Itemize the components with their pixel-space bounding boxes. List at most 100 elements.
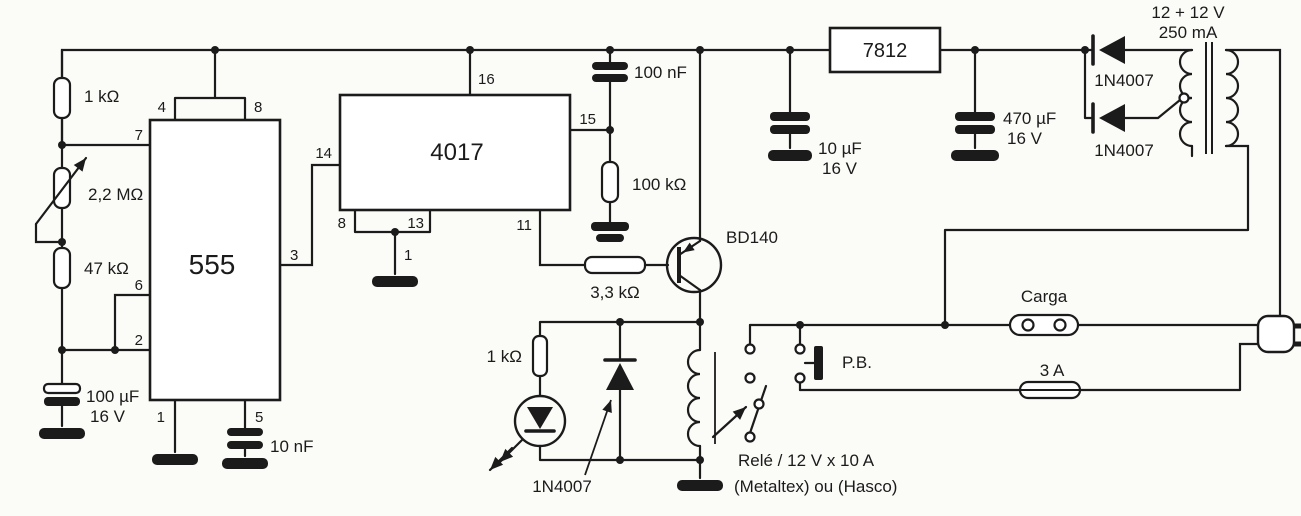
led-circle bbox=[513, 394, 567, 448]
ic-555-body bbox=[148, 118, 282, 402]
ground-c5 bbox=[951, 150, 999, 161]
relay-coil bbox=[686, 348, 748, 448]
resistor-r5 bbox=[531, 334, 549, 378]
wire-rectifier-caps bbox=[788, 48, 1182, 150]
wire-contact-drops bbox=[748, 323, 802, 392]
ic-555-label: 555 bbox=[189, 249, 236, 280]
pushbutton-pb bbox=[794, 343, 823, 384]
label-pushbutton: P.B. bbox=[842, 353, 872, 372]
ground-c2 bbox=[222, 458, 268, 469]
label-d3: 1N4007 bbox=[532, 477, 592, 496]
d1-triangle bbox=[1099, 36, 1125, 64]
capacitor-c3-100nF bbox=[592, 62, 628, 82]
ground-symbols bbox=[39, 150, 999, 491]
resistors bbox=[52, 76, 647, 378]
pin-555-5: 5 bbox=[255, 409, 263, 426]
relay-contacts bbox=[744, 343, 768, 443]
cap-plate bbox=[42, 382, 82, 395]
label-load: Carga bbox=[1021, 287, 1068, 306]
led bbox=[488, 394, 567, 472]
capacitor-c4-10uF bbox=[770, 112, 810, 134]
emitter-arrow bbox=[683, 242, 695, 253]
relay-contact-terminal bbox=[753, 398, 765, 410]
label-transformer-voltage: 12 + 12 V bbox=[1151, 3, 1225, 22]
label-c4-voltage: 16 V bbox=[822, 159, 858, 178]
ic-7812-label: 7812 bbox=[863, 40, 908, 62]
label-c3: 100 nF bbox=[634, 63, 687, 82]
ic-555-timer: 555 bbox=[148, 118, 282, 402]
wire-555-supply bbox=[173, 48, 247, 122]
ground-r3-b bbox=[596, 234, 624, 242]
label-r4: 3,3 kΩ bbox=[590, 283, 640, 302]
d3-label-leader bbox=[584, 399, 612, 476]
pin-4017-1: 1 bbox=[404, 247, 412, 264]
label-fuse: 3 A bbox=[1040, 361, 1065, 380]
pin-4017-15: 15 bbox=[579, 111, 596, 128]
diode-d1-rectifier bbox=[1091, 34, 1125, 66]
pin-555-3: 3 bbox=[290, 247, 298, 264]
pb-cap bbox=[814, 346, 823, 380]
pin-4017-11: 11 bbox=[516, 217, 532, 234]
pin-555-4: 4 bbox=[158, 99, 166, 116]
diode-d3-flyback bbox=[584, 358, 637, 476]
label-r1: 1 kΩ bbox=[84, 87, 119, 106]
ic-4017-counter: 4017 bbox=[338, 93, 572, 212]
relay-contact-terminal bbox=[744, 431, 756, 443]
pb-terminal bbox=[794, 372, 806, 384]
carga-terminal bbox=[1053, 318, 1067, 332]
resistor-r1 bbox=[52, 76, 72, 120]
transformer-secondary-coil bbox=[1178, 48, 1194, 148]
wire-mains-side bbox=[748, 48, 1282, 392]
label-c5-value: 470 µF bbox=[1003, 109, 1056, 128]
pin-555-8: 8 bbox=[254, 99, 262, 116]
component-labels: 1 kΩ 2,2 MΩ 47 kΩ 100 µF 16 V 10 nF 100 … bbox=[84, 3, 1225, 496]
diode-d2-rectifier bbox=[1091, 102, 1125, 134]
plug-body bbox=[1256, 314, 1296, 354]
pin-labels: 4 8 7 6 2 3 1 5 16 15 14 8 13 1 11 bbox=[135, 71, 596, 426]
label-r5: 1 kΩ bbox=[487, 347, 522, 366]
d3-leader-arrow bbox=[602, 400, 612, 413]
transformer-center-tap bbox=[1178, 92, 1190, 104]
label-relay-line2: (Metaltex) ou (Hasco) bbox=[734, 477, 897, 496]
pin-555-2: 2 bbox=[135, 332, 143, 349]
pin-555-6: 6 bbox=[135, 277, 143, 294]
junction-dots bbox=[58, 46, 1089, 464]
capacitor-c1-100uF bbox=[42, 382, 82, 406]
transistor-bd140 bbox=[665, 236, 723, 294]
label-d2: 1N4007 bbox=[1094, 141, 1154, 160]
ground-4017-pin1 bbox=[372, 276, 418, 287]
pin-555-1: 1 bbox=[157, 409, 165, 426]
resistor-r3 bbox=[600, 160, 620, 204]
wire-led-relay-section bbox=[538, 320, 702, 480]
wire-transistor bbox=[643, 48, 702, 324]
ic-7812-regulator: 7812 bbox=[828, 26, 942, 74]
capacitor-c5-470uF bbox=[955, 112, 995, 134]
pb-terminal bbox=[794, 343, 806, 355]
ground-555-pin1 bbox=[152, 454, 198, 465]
transformer-core bbox=[1205, 42, 1213, 154]
pin-4017-16: 16 bbox=[478, 71, 495, 88]
plug-prongs bbox=[1294, 323, 1301, 347]
led-arrow-2 bbox=[490, 456, 504, 470]
led-triangle bbox=[527, 407, 553, 429]
d3-triangle bbox=[606, 363, 634, 390]
pin-4017-13: 13 bbox=[407, 215, 424, 232]
transformer bbox=[1178, 42, 1240, 154]
label-pot: 2,2 MΩ bbox=[88, 185, 143, 204]
resistor-r4 bbox=[583, 255, 647, 275]
label-q1: BD140 bbox=[726, 228, 778, 247]
resistor-r2 bbox=[52, 246, 72, 290]
label-r3: 100 kΩ bbox=[632, 175, 686, 194]
label-c4-value: 10 µF bbox=[818, 139, 862, 158]
pin-4017-14: 14 bbox=[315, 145, 332, 162]
relay-contact-terminal bbox=[744, 372, 756, 384]
ic-7812-body bbox=[828, 26, 942, 74]
label-c1-voltage: 16 V bbox=[90, 407, 126, 426]
ic-4017-body bbox=[338, 93, 572, 212]
label-c5-voltage: 16 V bbox=[1007, 129, 1043, 148]
led-arrow-1 bbox=[500, 448, 514, 462]
ground-c1 bbox=[39, 428, 85, 439]
fuse-3a bbox=[1018, 380, 1082, 400]
